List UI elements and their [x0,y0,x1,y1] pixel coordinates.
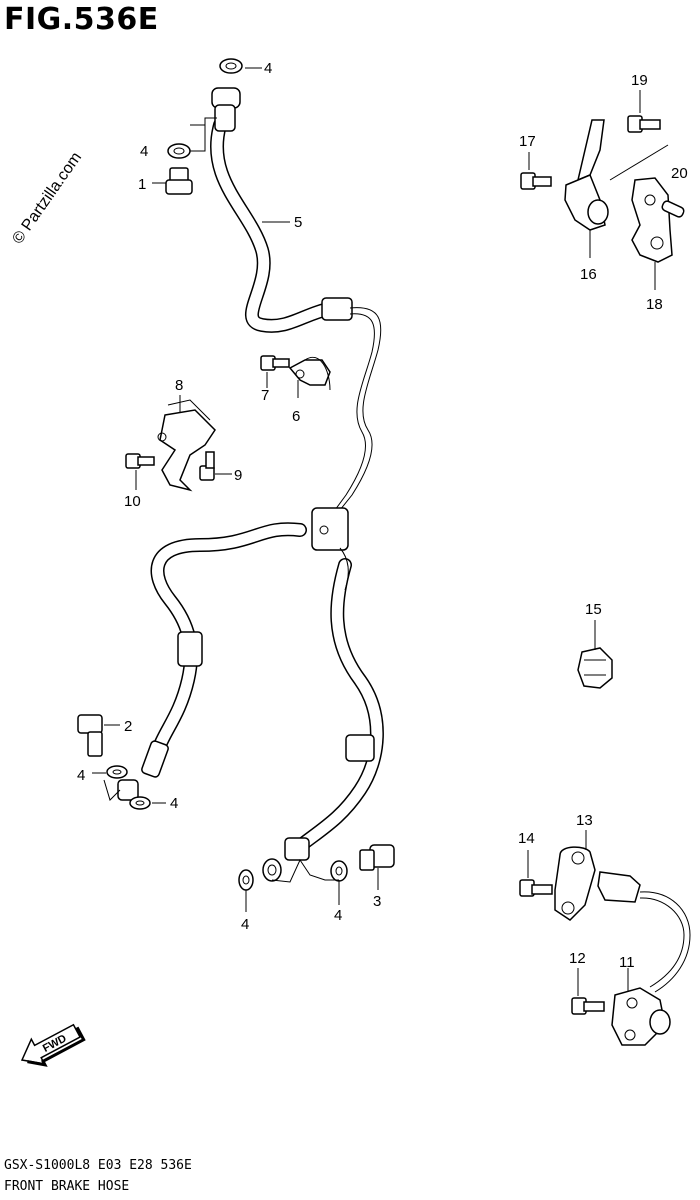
callout-8: 8 [175,377,183,394]
callout-7: 7 [261,387,269,404]
bolt-10[interactable] [125,453,155,469]
wheel-speed-sensor-11[interactable] [597,871,691,1046]
hose-clamp-6[interactable] [288,357,331,391]
model-code: GSX-S1000L8 E03 E28 536E [4,1158,192,1173]
union-bolt-1[interactable] [165,167,193,195]
callout-18: 18 [646,296,663,313]
washer-lower-left-b[interactable] [129,796,151,810]
callout-20: 20 [671,165,688,182]
callout-9: 9 [234,467,242,484]
callout-3: 3 [373,893,381,910]
callout-4-bottom-b: 4 [334,907,342,924]
callout-13: 13 [576,812,593,829]
callout-4-top: 4 [264,60,272,77]
sensor-bracket-18[interactable] [631,177,685,263]
leader-lines [92,67,656,996]
callout-12: 12 [569,950,586,967]
callout-4-lower-left-b: 4 [170,795,178,812]
callout-19: 19 [631,72,648,89]
bolt-19[interactable] [627,115,661,133]
bolt-12[interactable] [571,997,605,1015]
hose-bracket-8[interactable] [157,399,216,492]
callout-16: 16 [580,266,597,283]
callout-14: 14 [518,830,535,847]
callout-1: 1 [138,176,146,193]
bolt-7[interactable] [260,355,290,371]
union-bolt-2[interactable] [77,714,103,757]
bolt-17[interactable] [520,172,552,190]
upper-brake-hose[interactable] [210,87,382,511]
clamp-15[interactable] [577,647,613,689]
fwd-arrow-icon: FWD [20,1023,86,1067]
callout-numbers: 4 4 1 5 6 7 8 9 10 2 4 4 4 4 3 17 19 20 … [77,60,688,971]
callout-6: 6 [292,408,300,425]
bolt-14[interactable] [519,879,553,897]
callout-5: 5 [294,214,302,231]
callout-10: 10 [124,493,141,510]
washer-top[interactable] [219,58,243,74]
washer-bottom-c[interactable] [330,860,348,882]
callout-11: 11 [619,954,635,971]
washer-bottom-a[interactable] [238,869,254,891]
lower-brake-hose-right[interactable] [284,558,384,861]
section-name: FRONT BRAKE HOSE [4,1179,130,1194]
bolt-9[interactable] [199,451,215,481]
watermark-text: © Partzilla.com [9,149,85,247]
washer-bottom-b[interactable] [262,858,282,882]
leader-20 [609,144,669,181]
washer-lower-left-a[interactable] [106,765,128,779]
figure-title: FIG.536E [4,2,159,37]
sensor-bracket-13[interactable] [554,846,596,921]
callout-4-upper-left: 4 [140,143,148,160]
three-way-joint[interactable] [311,507,349,591]
wheel-speed-sensor-16[interactable] [564,119,609,231]
callout-4-lower-left-a: 4 [77,767,85,784]
callout-15: 15 [585,601,602,618]
lower-brake-hose-left[interactable] [117,522,307,801]
callout-4-bottom-a: 4 [241,916,249,933]
union-bolt-3[interactable] [359,844,395,871]
washer-upper-left[interactable] [167,143,191,159]
callout-2: 2 [124,718,132,735]
callout-17: 17 [519,133,536,150]
